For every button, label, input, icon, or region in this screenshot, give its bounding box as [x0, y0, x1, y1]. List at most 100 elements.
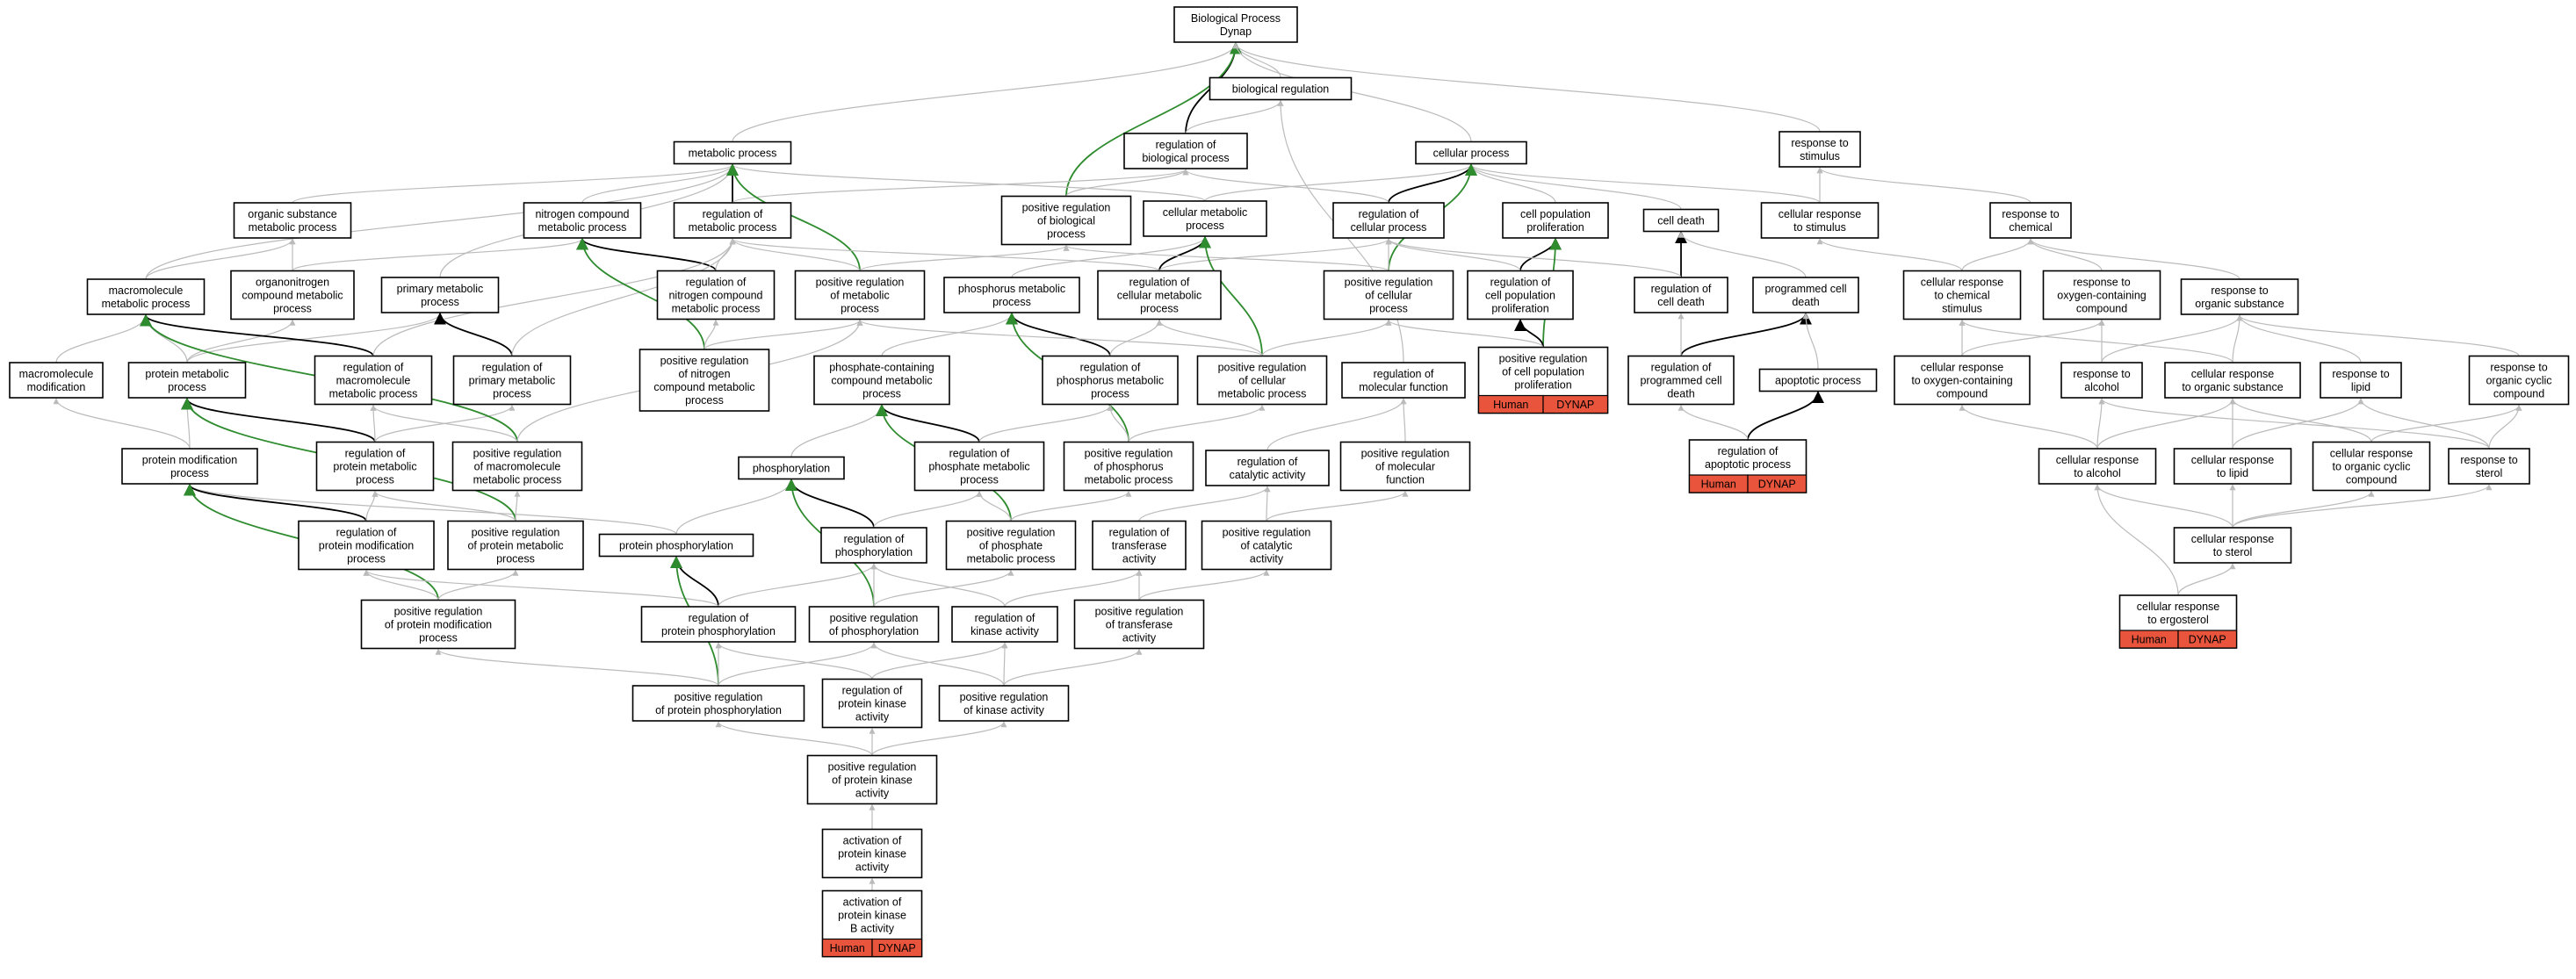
node-label-line: apoptotic process: [1705, 458, 1791, 471]
go-term-node-protphos[interactable]: protein phosphorylation: [598, 533, 754, 558]
edge-respchem-to-resp: [1816, 167, 2031, 204]
node-box: [1173, 6, 1298, 43]
go-term-node-meta[interactable]: metabolic process: [673, 140, 792, 165]
node-box: [1073, 599, 1205, 650]
go-term-node-cellp[interactable]: cellular process: [1415, 140, 1527, 165]
go-term-node-apop[interactable]: apoptotic process: [1758, 368, 1878, 392]
node-label-line: of protein phosphorylation: [655, 704, 782, 716]
node-label-line: cellular response: [2191, 454, 2275, 466]
go-term-node-breg[interactable]: biological regulation: [1209, 76, 1353, 101]
edge-posregmeta-to-regmeta: [729, 238, 861, 271]
edge-posregmolfunc-to-regmolfunc: [1400, 398, 1407, 443]
node-box: [1123, 133, 1248, 169]
edge-cellp-to-bp: [1232, 42, 1472, 142]
go-term-node-celldeath[interactable]: cell death: [1642, 208, 1720, 233]
node-box: [1758, 368, 1878, 392]
go-term-node-phosph[interactable]: phosphorylation: [738, 456, 845, 480]
edge-progdeath-to-celldeath: [1678, 231, 1807, 278]
node-label-line: positive regulation: [1218, 362, 1307, 374]
node-label-line: protein modification: [142, 454, 237, 466]
node-label-line: positive regulation: [1085, 448, 1173, 460]
node-label-line: apoptotic process: [1775, 375, 1861, 387]
edge-cellrespalc-to-cellresporg: [2096, 398, 2236, 450]
node-box: [808, 606, 940, 643]
annotation-tag-label: DYNAP: [878, 942, 916, 954]
node-label-line: macromolecule: [109, 284, 184, 297]
